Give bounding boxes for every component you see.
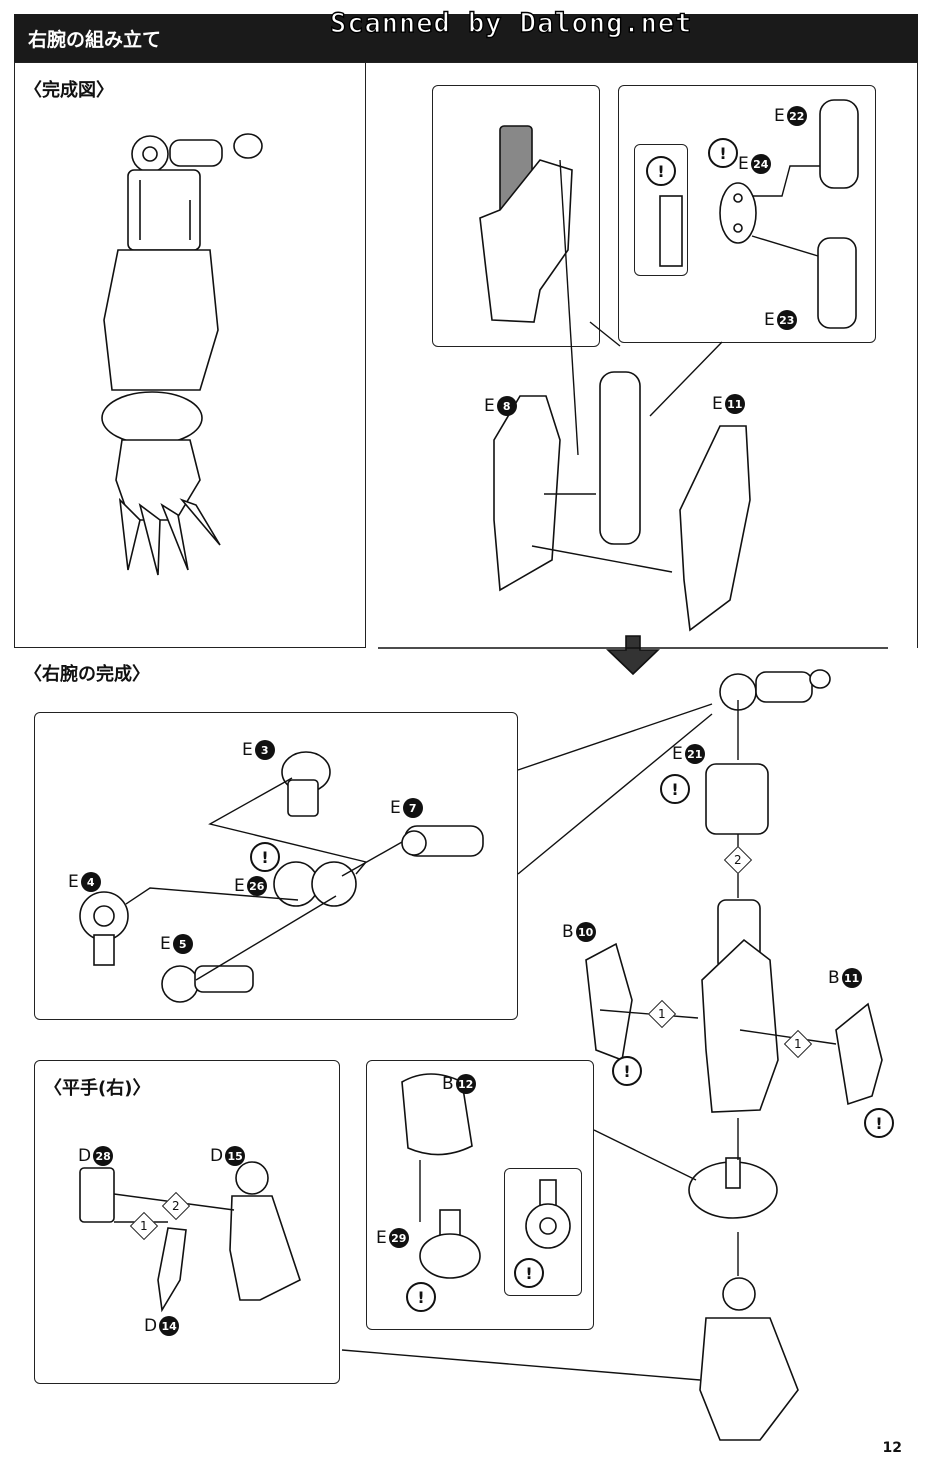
arm-complete-label: 〈右腕の完成〉 <box>24 664 150 685</box>
scan-watermark: Scanned by Dalong.net <box>329 7 693 39</box>
assembly-panel-top <box>366 62 918 648</box>
warning-icon: ! <box>646 156 676 186</box>
complete-view-panel <box>14 62 366 648</box>
page-header: 右腕の組み立て <box>14 14 918 62</box>
warning-icon: ! <box>250 842 280 872</box>
warning-icon: ! <box>514 1258 544 1288</box>
page-title: 右腕の組み立て <box>28 29 162 51</box>
flat-hand-label: 〈平手(右)〉 <box>44 1078 151 1099</box>
warning-icon: ! <box>406 1282 436 1312</box>
warning-icon: ! <box>864 1108 894 1138</box>
warning-icon: ! <box>612 1056 642 1086</box>
warning-icon: ! <box>660 774 690 804</box>
page-number: 12 <box>882 1440 902 1456</box>
warning-icon: ! <box>708 138 738 168</box>
complete-view-label: 〈完成図〉 <box>24 80 114 101</box>
